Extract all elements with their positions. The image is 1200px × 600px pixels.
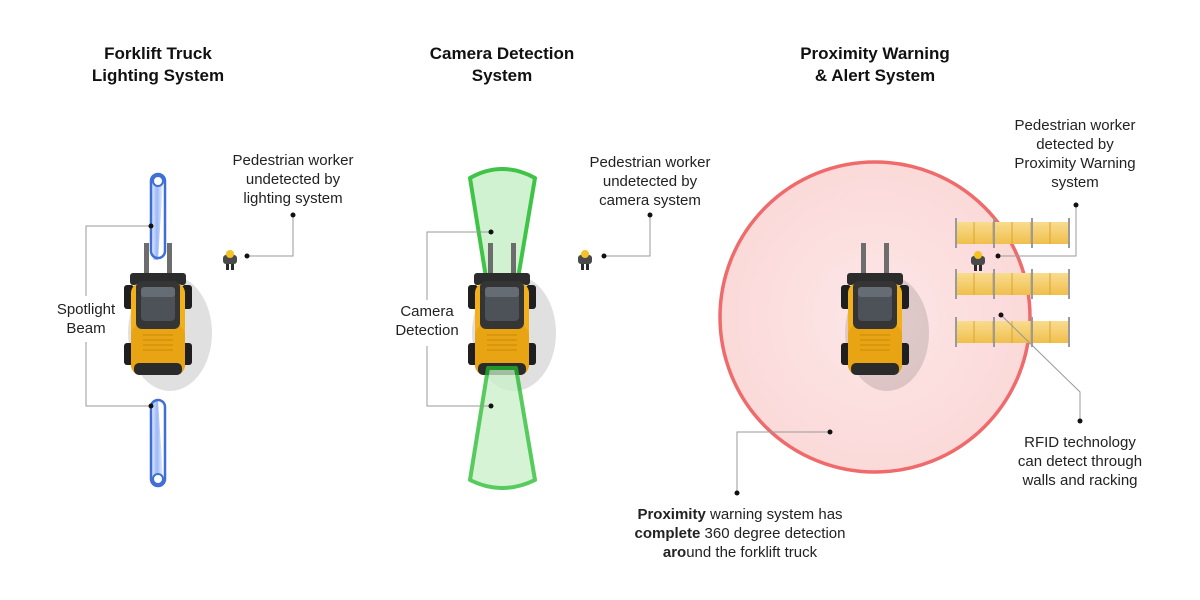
camera-zone-rear <box>468 366 537 490</box>
coverage-text-3: und the forklift truck <box>686 544 818 561</box>
racking-icon <box>954 316 1071 348</box>
pedestrian-worker-icon <box>578 250 592 270</box>
lighting-title: Forklift Truck Lighting System <box>91 44 225 85</box>
pointer-dot <box>601 253 607 259</box>
pointer-dot <box>488 403 494 409</box>
proximity-title: Proximity Warning & Alert System <box>800 44 950 85</box>
lighting-pedestrian-label: Pedestrian worker undetected by lighting… <box>232 152 354 207</box>
camera-leader-lines <box>426 231 491 407</box>
coverage-text-1: warning system has <box>705 506 843 523</box>
camera-detection-label: Camera Detection <box>395 303 459 339</box>
spotlight-beam-bottom <box>149 398 167 488</box>
coverage-bold-1: Proximity <box>637 506 706 523</box>
pedestrian-worker-icon <box>223 250 237 270</box>
pedestrian-leader-line <box>998 205 1077 257</box>
camera-zone-front <box>468 167 537 292</box>
pointer-dot <box>488 229 494 235</box>
camera-title: Camera Detection System <box>429 44 575 85</box>
coverage-bold-2: complete <box>634 525 701 542</box>
pointer-dot <box>827 429 833 435</box>
pedestrian-leader-line <box>604 215 651 257</box>
forklift-icon <box>123 242 213 392</box>
pointer-dot <box>148 403 154 409</box>
spotlight-beam-label: Spotlight Beam <box>56 301 116 337</box>
pointer-dot <box>734 490 740 496</box>
pedestrian-leader-line <box>247 215 294 257</box>
spotlight-leader-lines <box>85 225 151 407</box>
proximity-pedestrian-label: Pedestrian worker detected by Proximity … <box>1014 117 1136 191</box>
pointer-dot <box>1077 418 1083 424</box>
coverage-text-2: 360 degree detection <box>700 525 846 542</box>
coverage-label: Proximity warning system has complete 36… <box>625 505 855 562</box>
coverage-leader-line <box>736 431 830 492</box>
pointer-dot <box>995 253 1001 259</box>
rfid-label: RFID technology can detect through walls… <box>1017 434 1143 489</box>
rfid-leader-line <box>1000 314 1081 420</box>
pointer-dot <box>244 253 250 259</box>
coverage-bold-3: aro <box>662 544 687 561</box>
spotlight-beam-top <box>149 172 167 260</box>
pointer-dot <box>148 223 154 229</box>
pointer-dot <box>998 312 1004 318</box>
racking-icon <box>954 217 1071 249</box>
racking-icon <box>954 268 1071 300</box>
camera-pedestrian-label: Pedestrian worker undetected by camera s… <box>589 154 711 209</box>
